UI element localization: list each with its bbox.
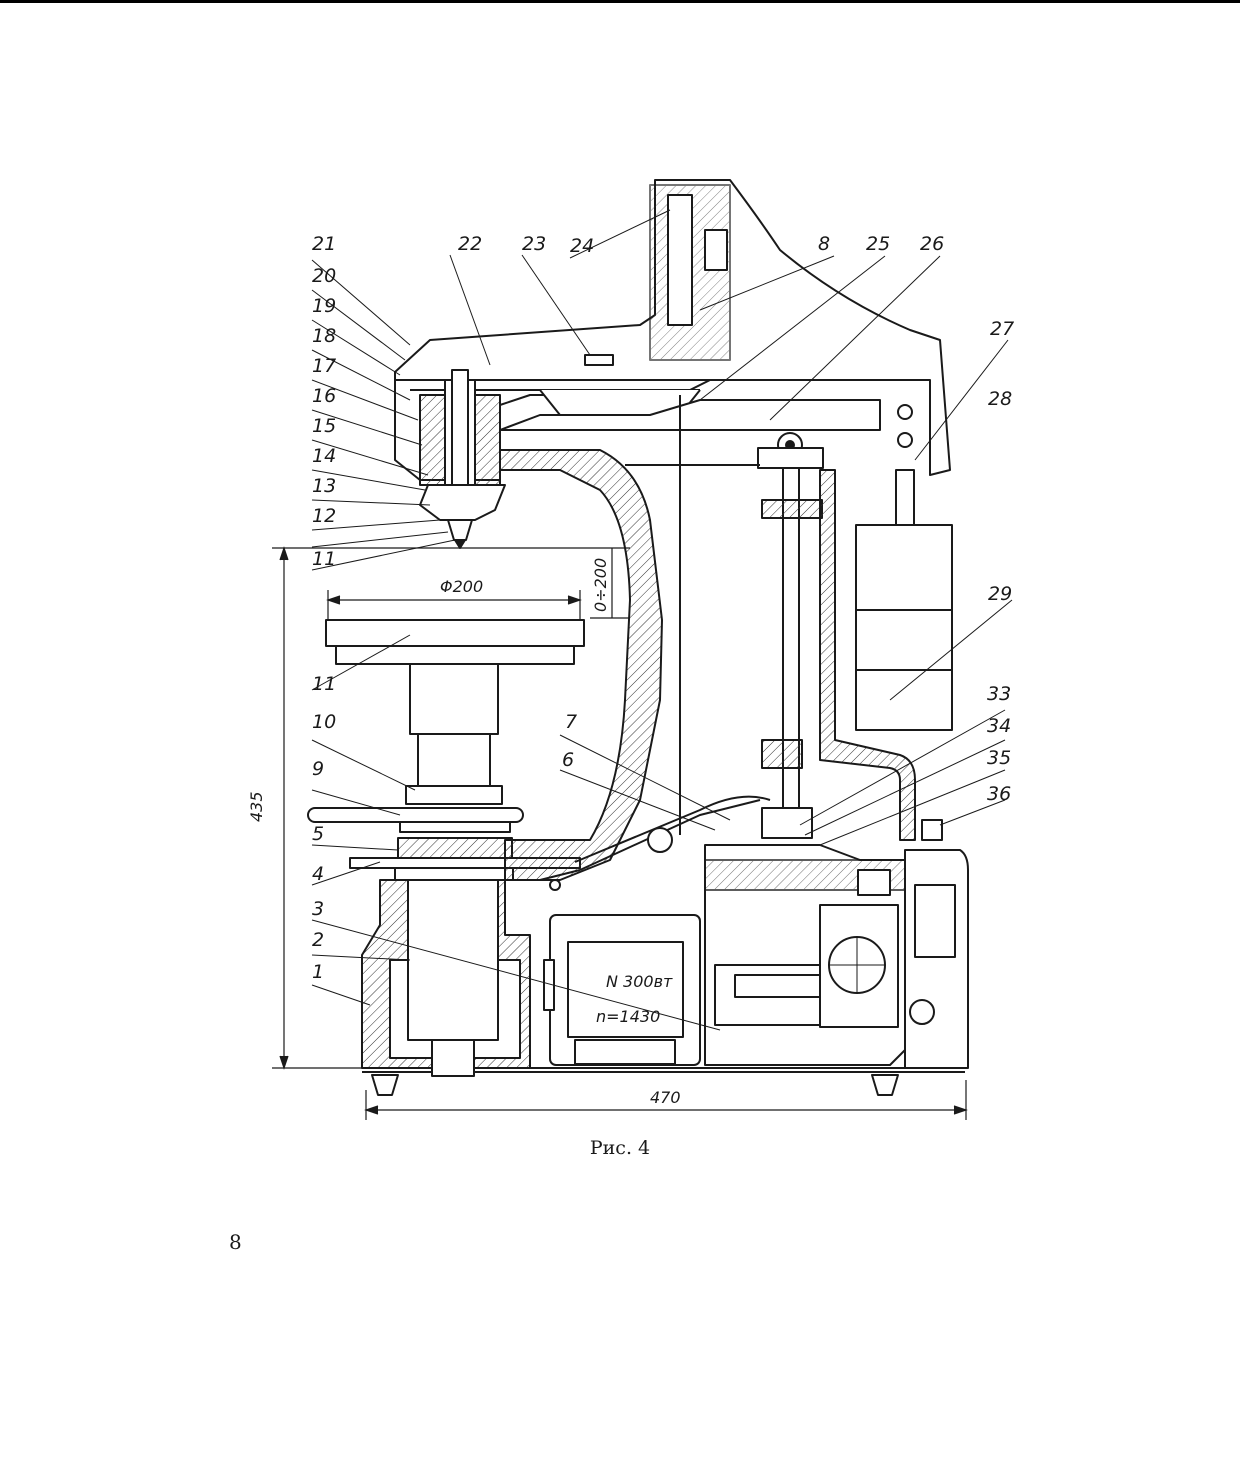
- part-label-21: 20: [312, 265, 336, 287]
- dim-total-width: 470: [650, 1088, 681, 1107]
- part-label-30: 29: [988, 583, 1012, 605]
- part-label-7: 7: [565, 711, 577, 733]
- part-label-8: 8: [818, 233, 830, 255]
- part-label-15: 14: [312, 445, 336, 467]
- part-label-22: 21: [312, 233, 336, 255]
- part-label-1: 1: [312, 961, 324, 983]
- part-label-19: 18: [312, 325, 336, 347]
- part-label-4: 4: [312, 863, 324, 885]
- part-label-11: 11: [312, 673, 336, 695]
- main-column: [489, 449, 663, 881]
- part-label-2: 2: [312, 929, 324, 951]
- part-label-20: 19: [312, 295, 336, 317]
- part-label-6: 6: [562, 749, 574, 771]
- part-label-36: 36: [987, 783, 1011, 805]
- part-label-10: 10: [312, 711, 336, 733]
- part-label-25: 24: [570, 235, 594, 257]
- counterweight: [855, 524, 953, 731]
- handwheel: [307, 807, 524, 823]
- part-label-3: 3: [312, 898, 324, 920]
- part-label-16: 15: [312, 415, 336, 437]
- part-label-28: 27: [990, 318, 1014, 340]
- part-label-12: 11: [312, 548, 336, 570]
- table-top: [325, 619, 585, 647]
- figure-caption: Рис. 4: [589, 1137, 651, 1159]
- motor-power-label: N 300вт: [606, 972, 673, 991]
- part-label-35: 35: [987, 747, 1011, 769]
- part-label-29: 28: [988, 388, 1012, 410]
- part-label-23: 22: [458, 233, 482, 255]
- part-label-9: 9: [312, 758, 324, 780]
- lower-column: [407, 879, 499, 1041]
- part-label-5: 5: [312, 823, 324, 845]
- part-label-26: 25: [866, 233, 890, 255]
- page-top-rule: [0, 0, 1240, 3]
- part-label-18: 17: [312, 355, 336, 377]
- dim-total-height: 435: [247, 791, 266, 822]
- part-label-24: 23: [522, 233, 546, 255]
- part-label-27: 26: [920, 233, 944, 255]
- part-label-14: 13: [312, 475, 336, 497]
- dim-vertical-gap: 0÷200: [591, 558, 610, 612]
- part-label-33: 33: [987, 683, 1011, 705]
- motor-speed-label: n=1430: [596, 1007, 660, 1026]
- page-number: 8: [229, 1230, 242, 1254]
- part-label-13: 12: [312, 505, 336, 527]
- part-label-34: 34: [987, 715, 1011, 737]
- part-label-17: 16: [312, 385, 336, 407]
- dim-table-diameter: Φ200: [440, 577, 483, 596]
